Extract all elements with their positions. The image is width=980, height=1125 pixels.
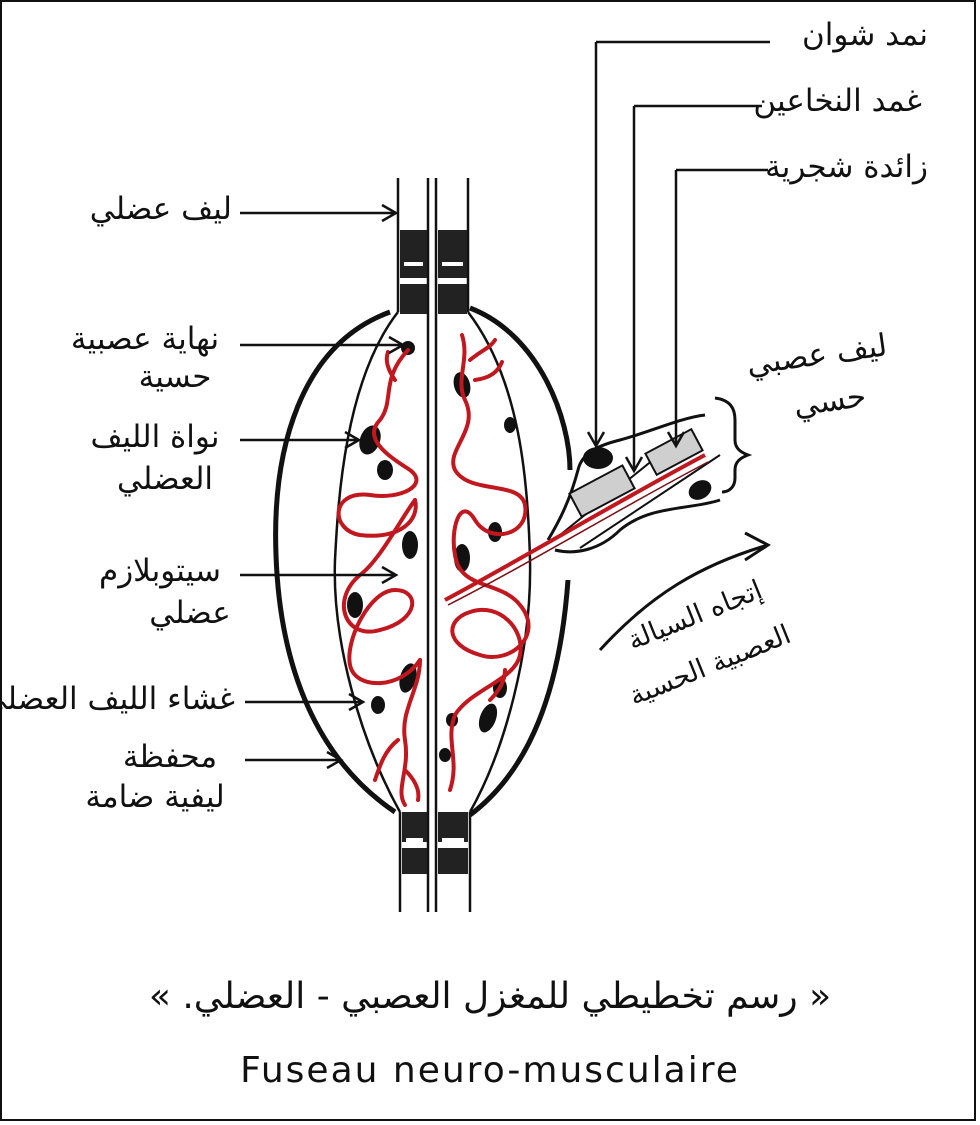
label-sarcolemma: غشاء الليف العضلي xyxy=(0,681,235,717)
fiber-nuclei xyxy=(347,341,516,762)
label-fiber-nucleus-line1: نواة الليف xyxy=(90,419,220,455)
label-schwann-nucleus: نمد شوان xyxy=(801,17,928,53)
striation-bands-bottom xyxy=(402,812,468,874)
caption-arabic: « رسم تخطيطي للمغزل العصبي - العضلي. » xyxy=(148,976,832,1017)
label-capsule-line2: ليفية ضامة xyxy=(85,779,225,815)
label-sensory-nerve-ending-line2: حسية xyxy=(138,359,212,395)
sensory-fiber-brace xyxy=(714,396,753,494)
leader-lines xyxy=(240,40,770,770)
caption-french: Fuseau neuro-musculaire xyxy=(240,1050,740,1091)
label-sarcoplasm-line1: سيتوبلازم xyxy=(99,553,221,589)
label-sensory-nerve-ending-line1: نهاية عصبية xyxy=(70,321,220,357)
capsule-outline-right xyxy=(468,305,573,817)
sensory-nerve-ending xyxy=(336,333,531,807)
label-fiber-nucleus-line2: العضلي xyxy=(117,461,213,497)
label-myelin-sheath: غمد النخاعين xyxy=(753,83,922,119)
label-sarcoplasm-line2: عضلي xyxy=(149,595,231,631)
striation-bands-top xyxy=(400,230,467,314)
muscle-fiber-left xyxy=(333,178,430,912)
label-dendrite: زائدة شجرية xyxy=(765,149,928,185)
sensory-nerve-fiber xyxy=(444,413,721,606)
capsule-outline xyxy=(273,309,397,815)
impulse-direction-arrow xyxy=(598,531,771,652)
label-capsule-line1: محفظة xyxy=(122,739,218,775)
label-muscle-fiber: ليف عضلي xyxy=(89,191,232,227)
